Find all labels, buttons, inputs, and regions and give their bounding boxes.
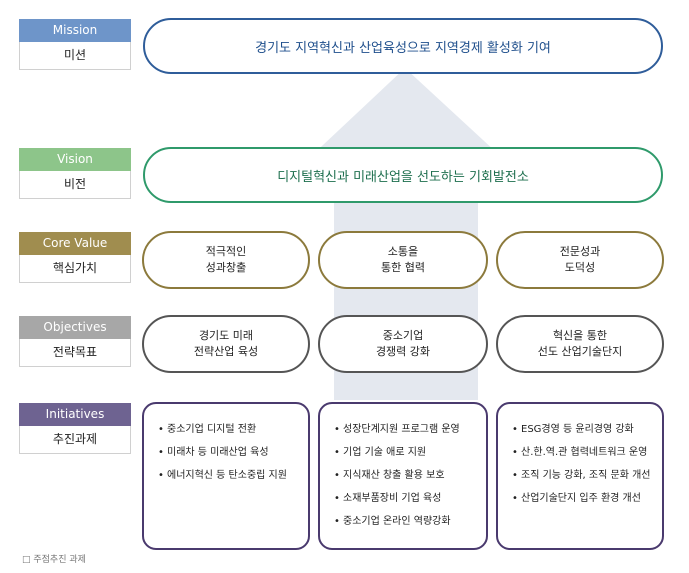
row-label-mission: Mission 미션 xyxy=(19,19,131,70)
core-value-3-line2: 도덕성 xyxy=(564,261,596,274)
initiative-item: 산업기술단지 입주 환경 개선 xyxy=(512,487,656,510)
vision-text: 디지털혁신과 미래산업을 선도하는 기회발전소 xyxy=(277,169,529,185)
core-value-1-line1: 적극적인 xyxy=(205,245,247,258)
footnote: □ 주점추진 과제 xyxy=(22,555,86,565)
initiatives-list-2: 성장단계지원 프로그램 운영 기업 기술 애로 지원 지식재산 창출 활용 보호… xyxy=(334,418,480,533)
initiatives-label-ko: 추진과제 xyxy=(19,426,131,454)
initiative-item: 중소기업 온라인 역량강화 xyxy=(334,510,480,533)
row-label-core-value: Core Value 핵심가치 xyxy=(19,232,131,283)
mission-statement: 경기도 지역혁신과 산업육성으로 지역경제 활성화 기여 xyxy=(143,18,663,74)
vision-statement: 디지털혁신과 미래산업을 선도하는 기회발전소 xyxy=(143,147,663,203)
objectives-label-en: Objectives xyxy=(19,316,131,339)
objective-3-line2: 선도 산업기술단지 xyxy=(537,345,623,358)
initiatives-list-3: ESG경영 등 윤리경영 강화 산.한.역.관 협력네트워크 운영 조직 기능 … xyxy=(512,418,656,510)
initiatives-label-en: Initiatives xyxy=(19,403,131,426)
row-label-objectives: Objectives 전략목표 xyxy=(19,316,131,367)
vision-label-ko: 비전 xyxy=(19,171,131,199)
initiative-item: 중소기업 디지털 전환 xyxy=(158,418,302,441)
initiatives-box-2: 성장단계지원 프로그램 운영 기업 기술 애로 지원 지식재산 창출 활용 보호… xyxy=(318,402,488,550)
initiatives-box-1: 중소기업 디지털 전환 미래차 등 미래산업 육성 에너지혁신 등 탄소중립 지… xyxy=(142,402,310,550)
initiative-item: 조직 기능 강화, 조직 문화 개선 xyxy=(512,464,656,487)
initiative-item: 소재부품장비 기업 육성 xyxy=(334,487,480,510)
initiative-item: 기업 기술 애로 지원 xyxy=(334,441,480,464)
core-value-2-line1: 소통을 xyxy=(387,245,419,258)
initiative-item: 성장단계지원 프로그램 운영 xyxy=(334,418,480,441)
core-value-3-line1: 전문성과 xyxy=(559,245,601,258)
objective-2-line1: 중소기업 xyxy=(382,329,424,342)
mission-label-en: Mission xyxy=(19,19,131,42)
objective-3-line1: 혁신을 통한 xyxy=(552,329,608,342)
vision-label-en: Vision xyxy=(19,148,131,171)
initiatives-list-1: 중소기업 디지털 전환 미래차 등 미래산업 육성 에너지혁신 등 탄소중립 지… xyxy=(158,418,302,487)
core-value-1-line2: 성과창출 xyxy=(205,261,247,274)
initiative-item: 에너지혁신 등 탄소중립 지원 xyxy=(158,464,302,487)
row-label-initiatives: Initiatives 추진과제 xyxy=(19,403,131,454)
initiatives-box-3: ESG경영 등 윤리경영 강화 산.한.역.관 협력네트워크 운영 조직 기능 … xyxy=(496,402,664,550)
initiative-item: 산.한.역.관 협력네트워크 운영 xyxy=(512,441,656,464)
initiative-item: 지식재산 창출 활용 보호 xyxy=(334,464,480,487)
core-value-2-line2: 통한 협력 xyxy=(381,261,425,274)
objective-2-line2: 경쟁력 강화 xyxy=(375,345,431,358)
core-value-label-ko: 핵심가치 xyxy=(19,255,131,283)
mission-text: 경기도 지역혁신과 산업육성으로 지역경제 활성화 기여 xyxy=(255,40,551,56)
core-value-label-en: Core Value xyxy=(19,232,131,255)
objective-1-line2: 전략산업 육성 xyxy=(193,345,259,358)
objectives-label-ko: 전략목표 xyxy=(19,339,131,367)
initiative-item: 미래차 등 미래산업 육성 xyxy=(158,441,302,464)
mission-label-ko: 미션 xyxy=(19,42,131,70)
initiative-item: ESG경영 등 윤리경영 강화 xyxy=(512,418,656,441)
objective-1-line1: 경기도 미래 xyxy=(198,329,254,342)
row-label-vision: Vision 비전 xyxy=(19,148,131,199)
